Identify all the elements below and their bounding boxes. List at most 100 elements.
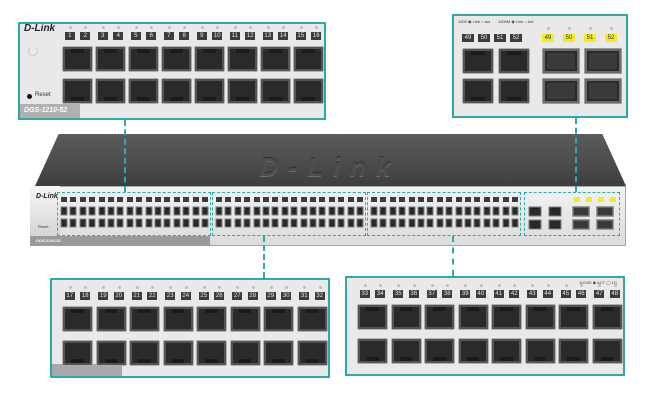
- switch-mini-number: [300, 197, 307, 202]
- port-led: [613, 284, 617, 287]
- switch-mini-port-bottom: [388, 218, 397, 228]
- switch-mini-port-bottom: [346, 218, 355, 228]
- port-led: [598, 284, 602, 287]
- switch-mini-port-top: [501, 206, 510, 216]
- port-led: [68, 26, 72, 29]
- port-led: [117, 26, 121, 29]
- switch-mini-port-top: [290, 206, 299, 216]
- group-outline-33-48: [367, 192, 521, 236]
- rj45-port-top: [62, 46, 93, 72]
- rj45-port-bottom: [227, 78, 258, 104]
- switch-mini-port-top: [135, 206, 144, 216]
- switch-reset-label: Reset: [38, 224, 49, 229]
- switch-mini-port-bottom: [309, 218, 317, 228]
- switch-mini-port-bottom: [172, 218, 181, 228]
- port-led: [68, 286, 72, 289]
- switch-mini-port-top: [280, 206, 289, 216]
- port-led: [318, 286, 322, 289]
- switch-top-logo: D-Link: [259, 152, 401, 182]
- switch-mini-port-bottom: [97, 218, 106, 228]
- port-number-6: 6: [146, 32, 157, 40]
- rj45-port-top: [128, 46, 159, 72]
- rj45-port-top: [162, 306, 194, 332]
- port-led: [84, 286, 88, 289]
- group-outline-1-16: [57, 192, 211, 236]
- reset-pinhole-icon: [27, 94, 32, 99]
- switch-mini-number: [225, 197, 232, 202]
- port-led: [266, 26, 270, 29]
- port-number-16: 16: [311, 32, 322, 40]
- switch-mini-uplink-bottom: [528, 219, 542, 230]
- sfp-cage-top: [584, 48, 622, 74]
- speed-legend: 10/100 ◉ ACT ◯ 1G: [579, 280, 617, 285]
- switch-mini-number: [389, 197, 396, 202]
- switch-mini-port-top: [407, 206, 416, 216]
- rj45-port-top: [62, 306, 93, 332]
- port-number-5: 5: [130, 32, 141, 40]
- rj45-port-top: [457, 304, 489, 330]
- switch-mini-port-bottom: [356, 218, 364, 228]
- brand-logo: D-Link: [24, 23, 56, 34]
- switch-mini-port-top: [370, 206, 378, 216]
- rj45-port-top: [390, 304, 422, 330]
- rj45-port-bottom: [424, 338, 455, 364]
- switch-mini-number: [253, 197, 260, 202]
- port-led: [430, 284, 434, 287]
- port-number-12: 12: [245, 32, 256, 40]
- switch-mini-port-bottom: [327, 218, 336, 228]
- switch-mini-sfp-number: [610, 197, 616, 202]
- switch-mini-port-top: [388, 206, 397, 216]
- connector-tr: [575, 118, 577, 192]
- rj45-port-bottom: [263, 340, 294, 366]
- switch-mini-number: [338, 197, 345, 202]
- port-number-9: 9: [196, 32, 207, 40]
- group-outline-uplinks: [524, 192, 620, 236]
- sfp-led: [610, 27, 613, 30]
- switch-mini-port-top: [356, 206, 364, 216]
- switch-mini-port-top: [107, 206, 115, 216]
- rj45-port-bottom: [524, 338, 556, 364]
- port-number-36: 36: [408, 290, 419, 298]
- rj45-port-bottom: [260, 78, 291, 104]
- switch-mini-port-top: [78, 206, 87, 216]
- switch-mini-number: [263, 197, 269, 202]
- port-number-43: 43: [527, 290, 538, 298]
- sfp-cage-bottom: [542, 78, 580, 104]
- port-number-21: 21: [131, 292, 142, 300]
- switch-mini-port-bottom: [182, 218, 191, 228]
- rj45-port-bottom: [296, 340, 328, 366]
- switch-mini-sfp-bottom: [572, 219, 590, 230]
- sfp-led: [568, 27, 571, 30]
- port-led: [169, 286, 173, 289]
- switch-mini-port-top: [337, 206, 346, 216]
- port-led: [101, 26, 105, 29]
- rj45-port-top: [591, 304, 623, 330]
- switch-mini-port-top: [482, 206, 491, 216]
- rj45-port-bottom: [194, 78, 225, 104]
- port-number-24: 24: [180, 292, 191, 300]
- port-led: [84, 26, 88, 29]
- switch-mini-port-bottom: [69, 218, 78, 228]
- port-number-44: 44: [542, 290, 553, 298]
- rj45-port-top: [95, 306, 127, 332]
- port-number-14: 14: [278, 32, 289, 40]
- port-number-19: 19: [98, 292, 109, 300]
- switch-mini-number: [164, 197, 171, 202]
- group-outline-17-32: [212, 192, 366, 236]
- switch-mini-port-bottom: [154, 218, 162, 228]
- switch-mini-number: [502, 197, 509, 202]
- port-number-3: 3: [97, 32, 108, 40]
- switch-mini-number: [136, 197, 143, 202]
- switch-mini-port-bottom: [435, 218, 444, 228]
- switch-mini-port-top: [318, 206, 327, 216]
- rj45-port-top: [95, 46, 126, 72]
- switch-mini-sfp-number: [586, 197, 592, 202]
- port-number-33: 33: [359, 290, 370, 298]
- port-led: [117, 286, 121, 289]
- port-led: [216, 26, 220, 29]
- uplink-rj45-port-bottom: [462, 78, 494, 104]
- switch-mini-number: [291, 197, 298, 202]
- rj45-port-top: [161, 46, 192, 72]
- port-number-38: 38: [442, 290, 453, 298]
